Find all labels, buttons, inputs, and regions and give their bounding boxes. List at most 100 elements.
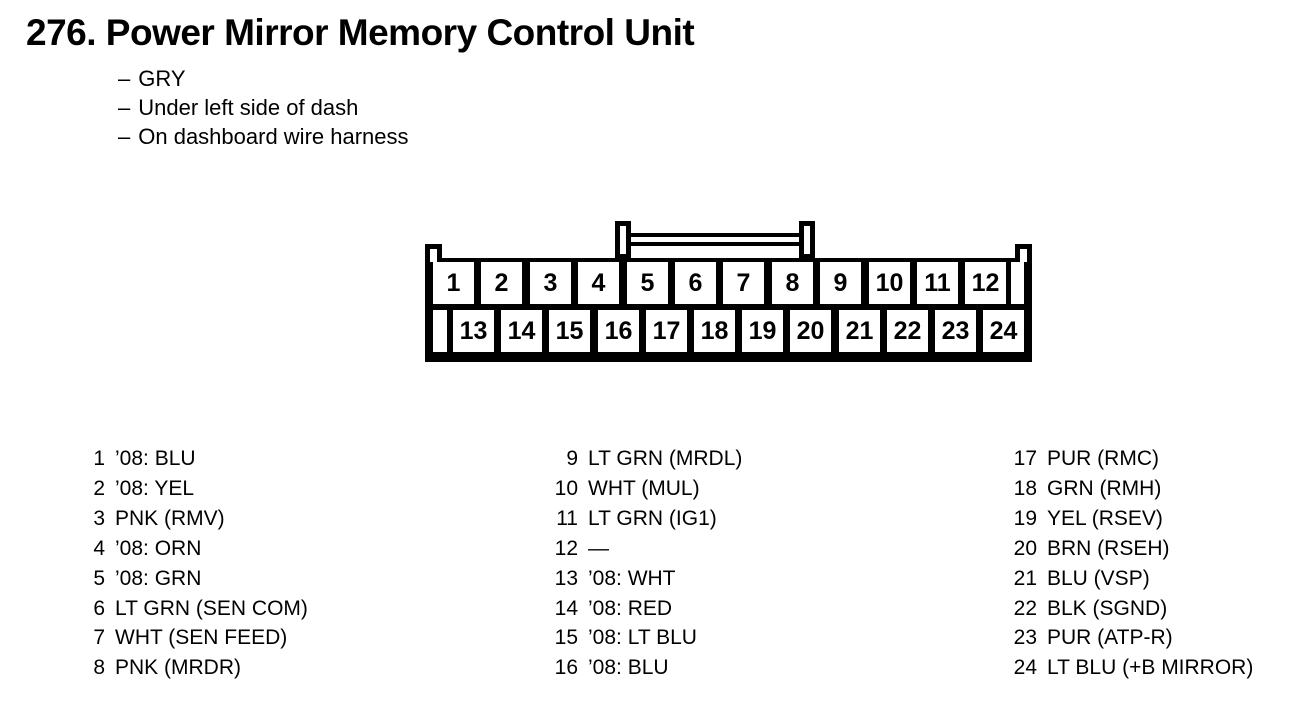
- pin-description: ’08: RED: [588, 596, 673, 620]
- latch-post-right: [799, 221, 815, 259]
- pin-number: 23: [1013, 626, 1037, 650]
- pin-description: ’08: ORN: [115, 536, 202, 560]
- pin-row-13: 13 ’08: WHT: [533, 564, 742, 594]
- connector-pin-12: 12: [965, 262, 1006, 304]
- pin-number: 6: [93, 596, 105, 620]
- pin-row-11: 11 LT GRN (IG1): [533, 504, 742, 534]
- pin-number: 11: [556, 506, 578, 530]
- pin-row-1: 1’08: BLU: [60, 444, 308, 474]
- connector-pin-7: 7: [723, 262, 764, 304]
- bullet-dash: –: [118, 124, 131, 149]
- connector-pin-23: 23: [935, 310, 976, 352]
- pin-description: GRN (RMH): [1047, 476, 1162, 500]
- pin-description: BLK (SGND): [1047, 596, 1168, 620]
- pin-description: ’08: BLU: [115, 447, 196, 470]
- pin-description: ’08: BLU: [588, 656, 669, 680]
- pin-description: LT GRN (IG1): [588, 506, 717, 530]
- note-text: GRY: [138, 66, 186, 91]
- connector-pin-14: 14: [501, 310, 542, 352]
- pin-row-17: 17 PUR (RMC): [992, 444, 1253, 474]
- pin-number: 2: [93, 476, 105, 500]
- pin-number: 20: [1013, 536, 1037, 560]
- pin-number: 12: [554, 536, 578, 560]
- pin-description: ’08: GRN: [115, 566, 202, 590]
- pin-description: PUR (RMC): [1047, 447, 1159, 470]
- note-item: –On dashboard wire harness: [118, 122, 409, 151]
- pin-number: 5: [93, 566, 105, 590]
- pin-description: PNK (MRDR): [115, 656, 241, 680]
- connector-pin-10: 10: [869, 262, 910, 304]
- pin-number: 4: [93, 536, 105, 560]
- pin-row-9: 9 LT GRN (MRDL): [533, 444, 742, 474]
- pin-description: BLU (VSP): [1047, 566, 1150, 590]
- connector-pin-13: 13: [453, 310, 494, 352]
- pin-row-16: 16 ’08: BLU: [533, 653, 742, 683]
- pin-description: ’08: WHT: [588, 566, 676, 590]
- page-title: 276. Power Mirror Memory Control Unit: [26, 12, 695, 53]
- pin-number: 13: [554, 566, 578, 590]
- bullet-dash: –: [118, 66, 131, 91]
- pin-row-20: 20 BRN (RSEH): [992, 534, 1253, 564]
- pin-number: 16: [554, 656, 578, 680]
- connector-pin-24: 24: [983, 310, 1024, 352]
- pin-description: LT GRN (MRDL): [588, 447, 743, 470]
- connector-tab-right: [1015, 244, 1032, 262]
- pin-row-4: 4 ’08: ORN: [60, 534, 308, 564]
- note-text: Under left side of dash: [138, 95, 359, 120]
- pin-row-23: 23 PUR (ATP-R): [992, 623, 1253, 653]
- connector-pin-3: 3: [530, 262, 571, 304]
- pin-description: YEL (RSEV): [1047, 506, 1163, 530]
- connector-pin-19: 19: [742, 310, 783, 352]
- pin-number: 19: [1013, 506, 1037, 530]
- connector-pin-5: 5: [627, 262, 668, 304]
- pin-number: 24: [1013, 656, 1037, 680]
- pin-row-5: 5 ’08: GRN: [60, 564, 308, 594]
- connector-tab-left: [425, 244, 442, 262]
- connector-pin-20: 20: [790, 310, 831, 352]
- connector-pin-15: 15: [549, 310, 590, 352]
- connector-pin-16: 16: [598, 310, 639, 352]
- note-text: On dashboard wire harness: [138, 124, 409, 149]
- pin-row-24: 24 LT BLU (+B MIRROR): [992, 653, 1254, 683]
- pin-row-12: 12 —: [533, 534, 742, 564]
- connector-pin-1: 1: [433, 262, 474, 304]
- connector-pin-17: 17: [646, 310, 687, 352]
- pin-description: —: [588, 536, 609, 560]
- pin-number: 15: [554, 626, 578, 650]
- connector-blank-slot-top-right: [1011, 262, 1024, 304]
- connector-pin-2: 2: [481, 262, 522, 304]
- connector-blank-slot-bottom-left: [433, 310, 447, 352]
- pin-description: BRN (RSEH): [1047, 536, 1170, 560]
- note-item: –GRY: [118, 64, 409, 93]
- pin-number: 14: [554, 596, 578, 620]
- pin-row-14: 14 ’08: RED: [533, 594, 742, 624]
- pin-number: 22: [1013, 596, 1037, 620]
- bullet-dash: –: [118, 95, 131, 120]
- pin-description: PUR (ATP-R): [1047, 626, 1173, 650]
- pin-description: ’08: YEL: [115, 476, 195, 500]
- connector-pin-4: 4: [578, 262, 619, 304]
- pin-description: WHT (SEN FEED): [115, 626, 288, 650]
- location-notes: –GRY –Under left side of dash –On dashbo…: [118, 64, 409, 151]
- pin-number: 17: [1013, 447, 1037, 470]
- pin-row-19: 19 YEL (RSEV): [992, 504, 1253, 534]
- pin-number: 9: [566, 447, 578, 470]
- pin-description: LT BLU (+B MIRROR): [1047, 656, 1254, 680]
- note-item: –Under left side of dash: [118, 93, 409, 122]
- connector-pin-9: 9: [820, 262, 861, 304]
- pin-description: WHT (MUL): [588, 476, 700, 500]
- pin-description: ’08: LT BLU: [588, 626, 697, 650]
- pin-description: PNK (RMV): [115, 506, 225, 530]
